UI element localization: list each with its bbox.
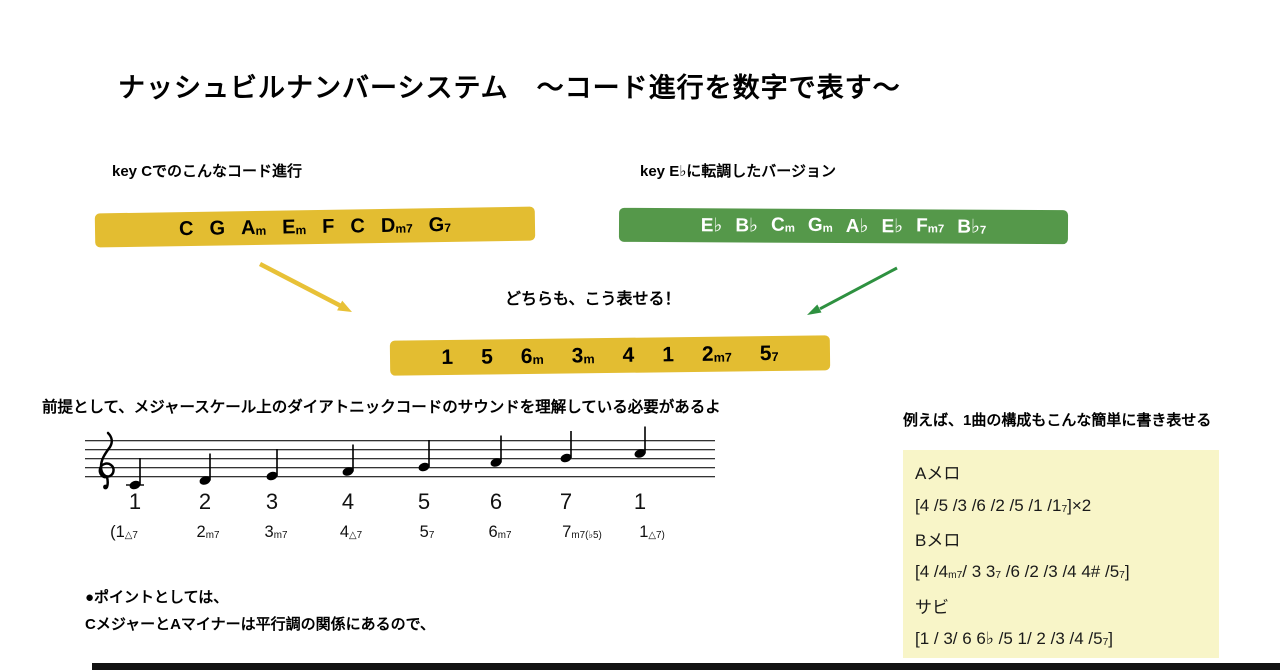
- example-heading: 例えば、1曲の構成もこんな簡単に書き表せる: [903, 412, 1212, 429]
- degree-label: 2: [198, 489, 212, 514]
- degree-label: 5: [417, 489, 431, 514]
- quality-label: 57: [419, 523, 435, 541]
- number-chip: 1: [662, 342, 675, 366]
- number-chip: 4: [622, 343, 635, 367]
- chord-chip: Dm7: [380, 214, 413, 237]
- number-chip: 3m: [571, 343, 595, 367]
- points-line-1: ●ポイントとしては、: [85, 589, 229, 606]
- premise-text: 前提として、メジャースケール上のダイアトニックコードのサウンドを理解している必要…: [42, 399, 721, 416]
- chord-chip: Gm: [807, 214, 833, 236]
- bottom-cropped-line: [92, 663, 1280, 670]
- section-sabi-progression: [1 / 3/ 6 6♭ /5 1/ 2 /3 /4 /57]: [915, 629, 1113, 649]
- quality-label: 7m7(♭5): [562, 523, 602, 541]
- key-c-label: key Cでのこんなコード進行: [112, 163, 303, 180]
- section-a-label: Aメロ: [915, 464, 961, 483]
- chord-chip: G7: [428, 213, 452, 236]
- key-eb-label: key E♭に転調したバージョン: [640, 163, 836, 180]
- chord-chip: A♭: [845, 215, 869, 237]
- page-title: ナッシュビルナンバーシステム 〜コード進行を数字で表す〜: [118, 73, 901, 103]
- section-b-label: Bメロ: [915, 530, 961, 550]
- degree-label: 3: [265, 489, 279, 514]
- treble-clef-icon: [98, 431, 115, 490]
- section-b-progression: [4 /4m7/ 3 37 /6 /2 /3 /4 4# /57]: [915, 562, 1130, 582]
- number-chip: 57: [759, 341, 779, 365]
- points-text: ●ポイントとしては、 CメジャーとAマイナーは平行調の関係にあるので、: [85, 584, 435, 638]
- degree-label: 1: [633, 489, 647, 514]
- quality-label: 6m7: [488, 523, 512, 541]
- quality-label: 1△7): [639, 523, 665, 541]
- number-chip: 6m: [520, 344, 544, 368]
- song-structure-box: Aメロ [4 /5 /3 /6 /2 /5 /1 /17]×2 Bメロ [4 /…: [903, 450, 1219, 658]
- degree-label: 1: [128, 489, 142, 514]
- degree-label: 6: [489, 489, 503, 514]
- chord-chip: E♭: [881, 215, 904, 237]
- quarter-notes: [126, 426, 646, 490]
- quality-label: 2m7: [196, 523, 220, 541]
- chord-chip: Am: [240, 216, 267, 239]
- green-arrow-icon: [807, 266, 898, 315]
- both-representable-label: どちらも、こう表せる！: [505, 291, 681, 308]
- points-line-2: CメジャーとAマイナーは平行調の関係にあるので、: [85, 616, 436, 633]
- chord-chip: E♭: [700, 214, 723, 236]
- chord-chip: B♭: [735, 214, 759, 237]
- chord-chip: Cm: [770, 214, 795, 236]
- chord-chip: Em: [282, 215, 307, 239]
- degree-label: 7: [559, 489, 573, 514]
- quality-label: 4△7: [339, 523, 363, 541]
- chord-bar-key-eb: E♭ B♭ Cm Gm A♭ E♭ Fm7 B♭7: [618, 207, 1069, 245]
- chord-chip: C: [178, 217, 194, 240]
- yellow-arrow-icon: [258, 262, 352, 312]
- numbers-bar: 1 5 6m 3m 4 1 2m7 57: [389, 335, 831, 376]
- chord-chip: F: [322, 215, 335, 238]
- quality-label: (1△7: [110, 523, 138, 541]
- chord-chip: B♭7: [957, 216, 987, 238]
- quality-label: 3m7: [264, 523, 288, 541]
- degree-label: 4: [341, 489, 355, 514]
- staff-lines: [85, 440, 715, 478]
- chord-bar-key-c: C G Am Em F C Dm7 G7: [94, 206, 536, 248]
- chord-chip: G: [209, 216, 226, 240]
- number-chip: 5: [480, 344, 493, 369]
- chord-chip: Fm7: [916, 215, 945, 237]
- chord-chip: C: [350, 214, 366, 237]
- number-chip: 2m7: [701, 342, 732, 366]
- section-sabi-label: サビ: [915, 597, 949, 617]
- number-chip: 1: [441, 345, 454, 369]
- musical-staff: [85, 426, 715, 490]
- section-a-progression: [4 /5 /3 /6 /2 /5 /1 /17]×2: [915, 495, 1092, 515]
